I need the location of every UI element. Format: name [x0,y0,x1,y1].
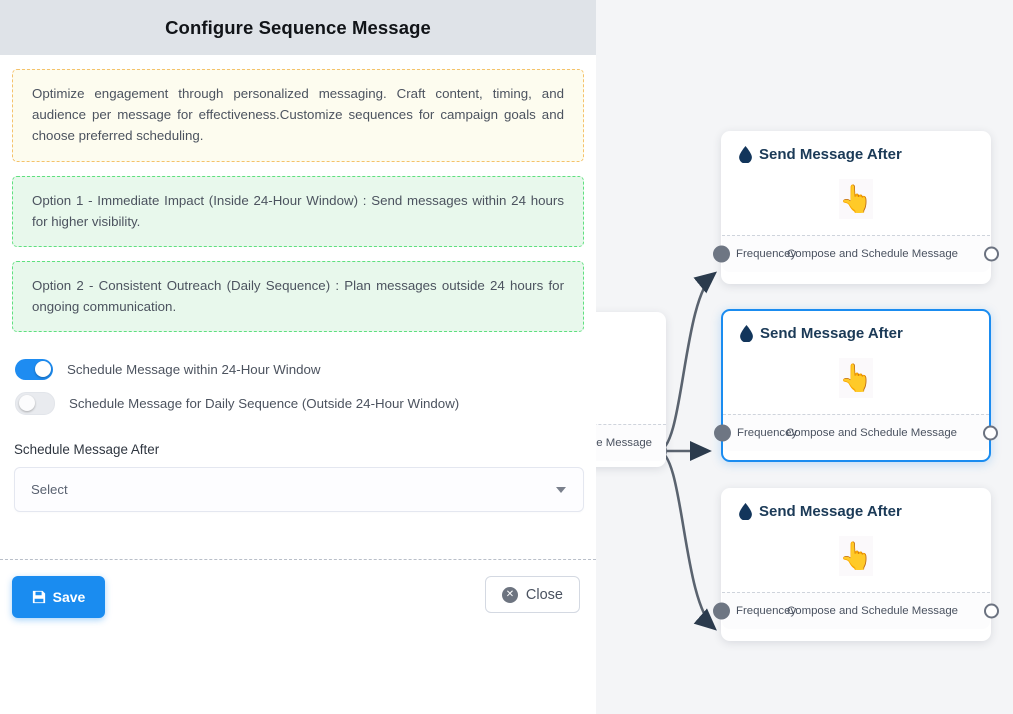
water-drop-icon [739,146,752,163]
chevron-down-icon [556,486,566,493]
node-header: Send Message After [722,132,990,163]
toggle-switch-24-hour-window[interactable] [15,358,53,380]
flow-node-send-message-after-2[interactable]: Send Message After 👆 Frequencey Compose … [714,309,998,462]
node-footer-left-label: Frequencey [737,427,798,439]
node-footer: Frequencey Compose and Schedule Message [714,414,998,451]
save-button[interactable]: Save [12,576,105,618]
node-body: 👆 [722,520,990,592]
schedule-message-after-select[interactable]: Select [14,467,584,512]
node-header: Send Message After [722,489,990,520]
page-title: Configure Sequence Message [165,16,431,38]
pointing-hand-cursor-icon: 👆 [839,179,873,219]
node-footer-right-label: ce Message [596,437,652,449]
schedule-message-after-label: Schedule Message After [14,442,160,457]
schedule-message-after-field: Schedule Message After Select [12,442,584,512]
node-input-port[interactable] [714,424,731,442]
toggle-knob [18,395,35,411]
close-button-label: Close [525,586,563,603]
select-value: Select [31,482,68,497]
water-drop-icon [739,503,752,520]
node-footer-right-label: Compose and Schedule Message [786,427,957,439]
option-2-callout: Option 2 - Consistent Outreach (Daily Se… [12,261,584,332]
floppy-save-icon [32,590,45,604]
flow-node-send-message-after-3[interactable]: Send Message After 👆 Frequencey Compose … [713,488,999,641]
node-title: Send Message After [760,325,903,342]
water-drop-icon [740,325,753,342]
node-body: 👆 [723,342,989,414]
node-output-port[interactable] [984,246,999,262]
node-body: 👆 [722,163,990,235]
node-footer-right-label: Compose and Schedule Message [787,248,958,260]
node-output-port[interactable] [984,603,999,619]
panel-footer: Save ✕ Close [0,559,596,714]
toggle-knob [34,361,51,377]
node-output-port[interactable] [983,425,998,441]
node-body [596,312,666,424]
node-title: Send Message After [759,503,902,520]
close-circle-icon: ✕ [501,586,518,603]
configure-sequence-panel: Configure Sequence Message Optimize enga… [0,0,596,714]
toggle-label-24-hour-window: Schedule Message within 24-Hour Window [67,361,321,377]
pointing-hand-cursor-icon: 👆 [839,536,873,576]
toggle-group: Schedule Message within 24-Hour Window S… [12,352,584,420]
save-button-label: Save [52,589,86,605]
flow-canvas[interactable]: ce Message Send Message After 👆 Frequenc… [596,0,1013,714]
node-footer-left-label: Frequencey [736,248,797,260]
panel-header: Configure Sequence Message [0,0,596,55]
node-title: Send Message After [759,146,902,163]
node-footer-right-label: Compose and Schedule Message [787,605,958,617]
toggle-switch-daily-sequence[interactable] [15,391,55,415]
node-footer: ce Message [596,424,666,461]
node-footer-left-label: Frequencey [736,605,797,617]
toggle-label-daily-sequence: Schedule Message for Daily Sequence (Out… [69,395,460,411]
panel-body: Optimize engagement through personalized… [0,69,596,512]
toggle-row-daily-sequence[interactable]: Schedule Message for Daily Sequence (Out… [15,386,584,420]
toggle-row-24-hour-window[interactable]: Schedule Message within 24-Hour Window [15,352,584,386]
node-header: Send Message After [723,311,989,342]
pointing-hand-cursor-icon: 👆 [839,358,873,398]
node-input-port[interactable] [713,245,730,263]
close-button[interactable]: ✕ Close [484,576,580,613]
info-callout: Optimize engagement through personalized… [12,69,584,162]
node-input-port[interactable] [713,602,730,620]
flow-node-send-message-after-1[interactable]: Send Message After 👆 Frequencey Compose … [713,131,999,284]
option-1-callout: Option 1 - Immediate Impact (Inside 24-H… [12,176,584,247]
node-footer: Frequencey Compose and Schedule Message [713,235,999,272]
flow-node-partial[interactable]: ce Message [596,312,666,467]
node-footer: Frequencey Compose and Schedule Message [713,592,999,629]
